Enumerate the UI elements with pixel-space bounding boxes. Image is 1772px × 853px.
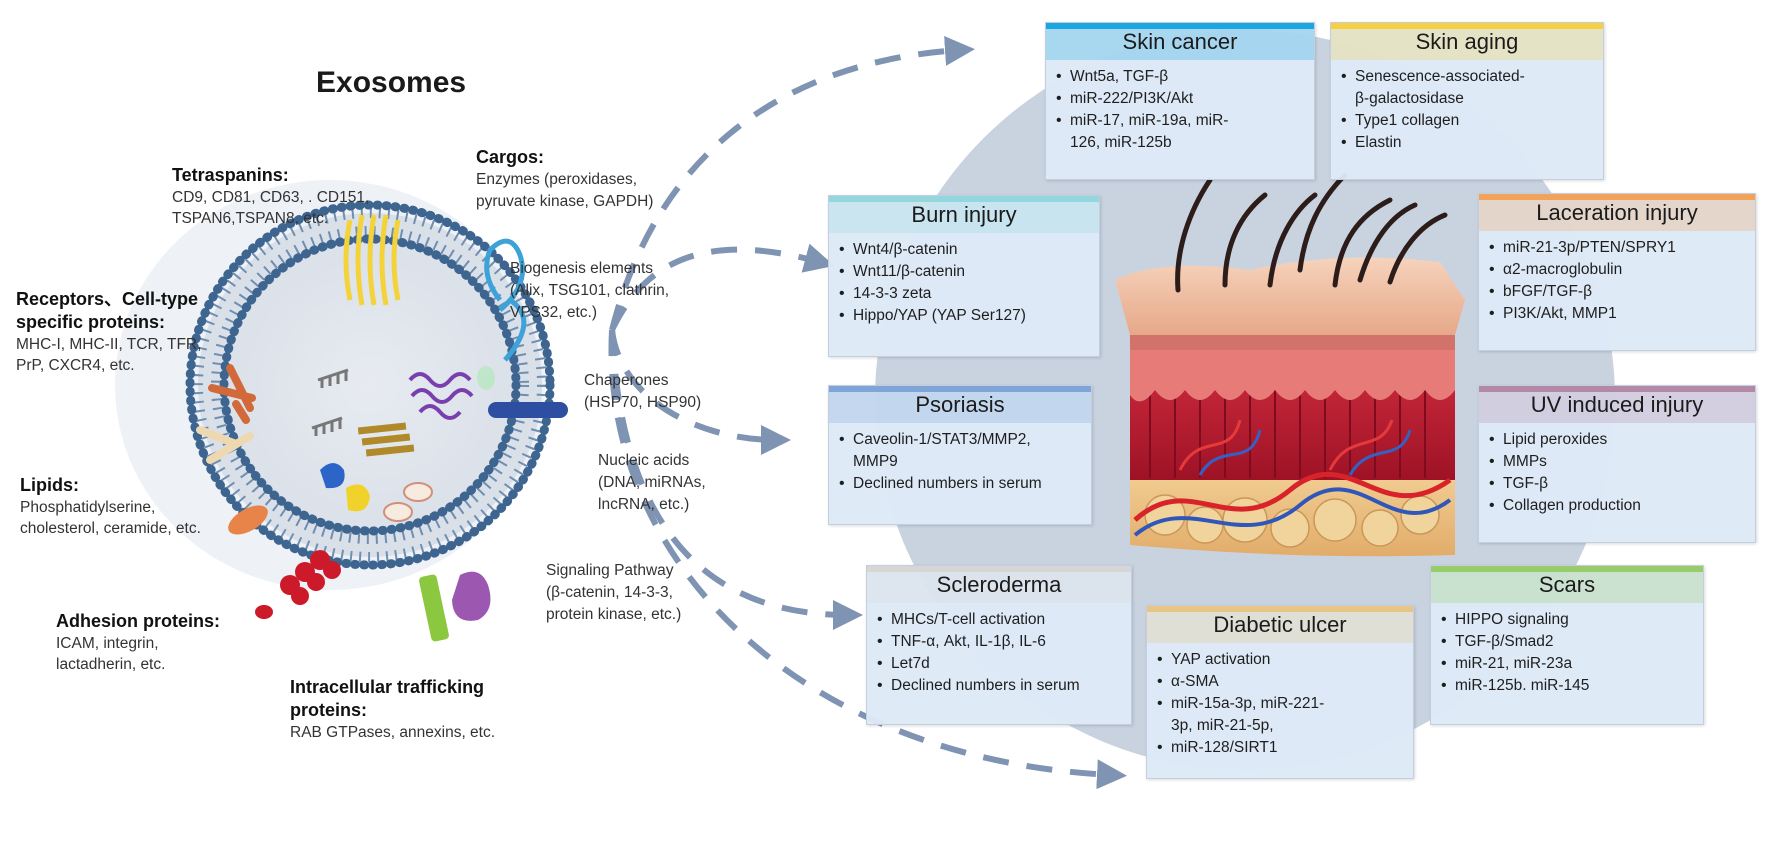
tetraspanins-text: CD9, CD81, CD63, . CD151, TSPAN6,TSPAN8,… [172,189,370,227]
list-item: miR-21, miR-23a [1441,653,1695,675]
box-scleroderma: Scleroderma MHCs/T-cell activation TNF-α… [866,565,1132,725]
trafficking-label: Intracellular trafficking proteins: RAB … [290,676,495,743]
list-item: Declined numbers in serum [877,675,1123,697]
list-item: Senescence-associated- β-galactosidase [1341,66,1595,110]
box-skin-cancer: Skin cancer Wnt5a, TGF-β miR-222/PI3K/Ak… [1045,22,1315,180]
box-psoriasis-title: Psoriasis [915,392,1005,417]
receptors-heading: Receptors、Cell-type specific proteins: [16,289,199,332]
list-item: α-SMA [1157,671,1405,693]
box-uv-induced-injury: UV induced injury Lipid peroxides MMPs T… [1478,385,1756,543]
cargos-label: Cargos: Enzymes (peroxidases, pyruvate k… [476,146,653,213]
list-item: Caveolin-1/STAT3/MMP2, MMP9 [839,429,1083,473]
list-item: PI3K/Akt, MMP1 [1489,303,1747,325]
list-item: miR-21-3p/PTEN/SPRY1 [1489,237,1747,259]
tetraspanins-heading: Tetraspanins: [172,165,289,185]
box-uv-title: UV induced injury [1530,392,1704,417]
list-item: α2-macroglobulin [1489,259,1747,281]
box-skin-aging: Skin aging Senescence-associated- β-gala… [1330,22,1604,180]
box-skin-cancer-title: Skin cancer [1122,29,1238,54]
list-item: TNF-α, Akt, IL-1β, IL-6 [877,631,1123,653]
trafficking-heading: Intracellular trafficking proteins: [290,677,485,720]
list-item: MMPs [1489,451,1747,473]
adhesion-label: Adhesion proteins: ICAM, integrin, lacta… [56,610,220,675]
list-item: TGF-β [1489,473,1747,495]
list-item: Lipid peroxides [1489,429,1747,451]
lipids-text: Phosphatidylserine, cholesterol, ceramid… [20,499,201,537]
list-item: Wnt5a, TGF-β [1056,66,1306,88]
adhesion-text: ICAM, integrin, lactadherin, etc. [56,635,166,673]
box-scars: Scars HIPPO signaling TGF-β/Smad2 miR-21… [1430,565,1704,725]
list-item: YAP activation [1157,649,1405,671]
box-skin-aging-title: Skin aging [1415,29,1519,54]
nucleic-acids-label: Nucleic acids (DNA, miRNAs, lncRNA, etc.… [598,452,706,513]
box-burn-injury: Burn injury Wnt4/β-catenin Wnt11/β-caten… [828,195,1100,357]
chaperones-label: Chaperones (HSP70, HSP90) [584,372,702,411]
list-item: 14-3-3 zeta [839,283,1091,305]
list-item: Declined numbers in serum [839,473,1083,495]
list-item: miR-128/SIRT1 [1157,737,1405,759]
list-item: HIPPO signaling [1441,609,1695,631]
list-item: TGF-β/Smad2 [1441,631,1695,653]
list-item: miR-17, miR-19a, miR- 126, miR-125b [1056,110,1306,154]
list-item: Wnt11/β-catenin [839,261,1091,283]
cargos-heading: Cargos: [476,147,545,167]
trafficking-text: RAB GTPases, annexins, etc. [290,724,496,741]
lipids-label: Lipids: Phosphatidylserine, cholesterol,… [20,474,201,539]
list-item: Type1 collagen [1341,110,1595,132]
list-item: Elastin [1341,132,1595,154]
list-item: bFGF/TGF-β [1489,281,1747,303]
list-item: miR-222/PI3K/Akt [1056,88,1306,110]
receptors-text: MHC-I, MHC-II, TCR, TFR, PrP, CXCR4, etc… [16,336,202,374]
receptors-label: Receptors、Cell-type specific proteins: M… [16,288,201,376]
exosome-vesicle [185,200,568,642]
box-diabetic-ulcer: Diabetic ulcer YAP activation α-SMA miR-… [1146,605,1414,779]
tetraspanins-label: Tetraspanins: CD9, CD81, CD63, . CD151, … [172,164,369,229]
box-diabetic-ulcer-title: Diabetic ulcer [1213,612,1347,637]
list-item: miR-15a-3p, miR-221- 3p, miR-21-5p, [1157,693,1405,737]
skin-illustration [1115,172,1465,557]
list-item: MHCs/T-cell activation [877,609,1123,631]
box-scleroderma-title: Scleroderma [936,572,1062,597]
biogenesis-label: Biogenesis elements (Alix, TSG101, clath… [510,260,670,321]
box-laceration-title: Laceration injury [1536,200,1698,225]
signaling-label: Signaling Pathway (β-catenin, 14-3-3, pr… [546,562,682,623]
box-laceration-injury: Laceration injury miR-21-3p/PTEN/SPRY1 α… [1478,193,1756,351]
list-item: Collagen production [1489,495,1747,517]
box-scars-title: Scars [1538,572,1596,597]
box-burn-injury-title: Burn injury [911,202,1017,227]
list-item: miR-125b. miR-145 [1441,675,1695,697]
adhesion-heading: Adhesion proteins: [56,611,221,631]
dashed-arrows [608,35,1127,790]
page-title: Exosomes [316,66,467,99]
lipids-heading: Lipids: [20,475,79,495]
list-item: Hippo/YAP (YAP Ser127) [839,305,1091,327]
list-item: Wnt4/β-catenin [839,239,1091,261]
list-item: Let7d [877,653,1123,675]
cargos-text: Enzymes (peroxidases, pyruvate kinase, G… [476,171,654,210]
box-psoriasis: Psoriasis Caveolin-1/STAT3/MMP2, MMP9 De… [828,385,1092,525]
